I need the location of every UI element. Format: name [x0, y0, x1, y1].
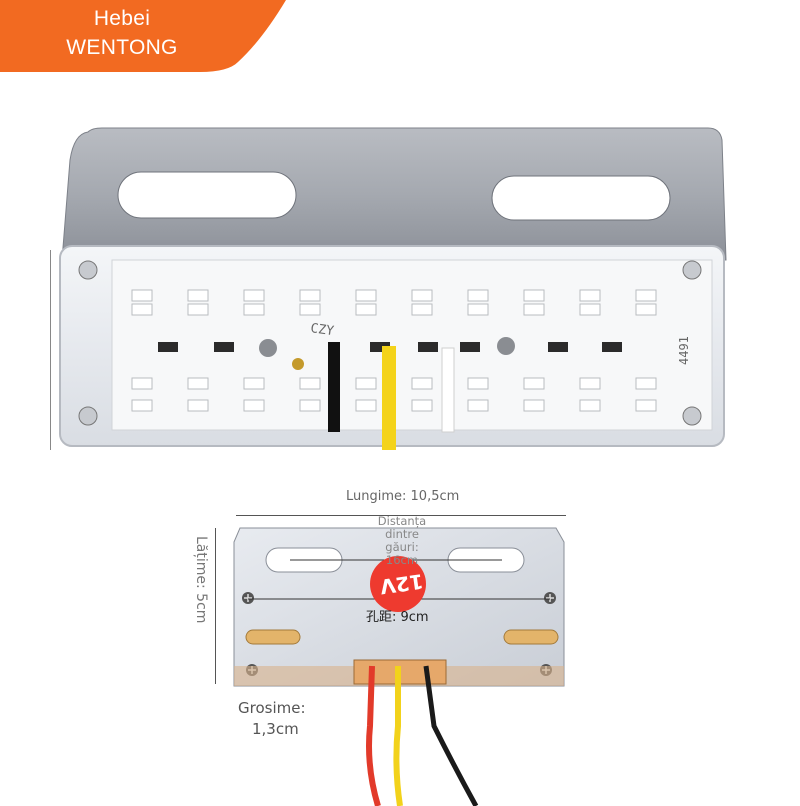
- width-dimension-line: [215, 528, 216, 684]
- led-chip: [187, 303, 209, 316]
- plate-slot-lower-right: [503, 629, 559, 645]
- hole-distance-line-2: dintre: [385, 527, 419, 541]
- led-row-top: [131, 289, 657, 316]
- pcb-marking: CZY: [309, 321, 335, 339]
- brand-name: Hebei WENTONG: [22, 4, 222, 62]
- led-chip: [355, 377, 377, 390]
- resistor: [370, 342, 390, 352]
- brand-badge: [0, 0, 286, 72]
- led-chip: [467, 399, 489, 412]
- hole-distance-line-4: 16cm: [385, 553, 419, 567]
- led-chip: [131, 377, 153, 390]
- led-chip: [411, 303, 433, 316]
- led-rows-bottom: [131, 377, 657, 412]
- resistor: [548, 342, 568, 352]
- led-chip: [131, 303, 153, 316]
- hole-distance-line-3: găuri:: [385, 540, 419, 554]
- led-chip: [579, 377, 601, 390]
- thickness-label: Grosime: 1,3cm: [238, 698, 306, 740]
- resistor: [214, 342, 234, 352]
- voltage-badge: [370, 556, 426, 612]
- led-chip: [579, 399, 601, 412]
- led-chip: [187, 377, 209, 390]
- plate-slot-lower-left: [245, 629, 301, 645]
- led-chip: [411, 399, 433, 412]
- thickness-label-line-2: 1,3cm: [252, 720, 299, 738]
- pcb-hole: [497, 337, 515, 355]
- wire-black: [328, 342, 340, 432]
- led-chip: [411, 377, 433, 390]
- screw: [544, 592, 556, 604]
- led-chip: [355, 303, 377, 316]
- pcb-hole: [292, 358, 304, 370]
- led-chip: [187, 399, 209, 412]
- resistor: [460, 342, 480, 352]
- led-chip: [635, 377, 657, 390]
- hole-distance-label: Distanța dintre găuri: 16cm: [367, 515, 437, 567]
- resistor-row: [158, 342, 622, 352]
- led-chip: [243, 289, 265, 302]
- led-chip: [635, 399, 657, 412]
- wire-black: [423, 665, 479, 806]
- mounting-bracket: [61, 127, 727, 261]
- resistor: [418, 342, 438, 352]
- led-chip: [523, 303, 545, 316]
- brand-line-2: WENTONG: [66, 36, 178, 59]
- wire-yellow: [382, 346, 396, 450]
- led-chip: [243, 399, 265, 412]
- led-chip: [523, 399, 545, 412]
- resistor: [158, 342, 178, 352]
- led-chip: [131, 289, 153, 302]
- led-chip: [299, 399, 321, 412]
- pcb-hole: [259, 339, 277, 357]
- led-chip: [467, 303, 489, 316]
- screw: [78, 406, 98, 426]
- screw: [242, 592, 254, 604]
- thickness-label-line-1: Grosime:: [238, 699, 306, 717]
- led-chip: [187, 289, 209, 302]
- pcb-marking: 4491: [677, 336, 691, 365]
- led-chip: [355, 289, 377, 302]
- led-chip: [635, 289, 657, 302]
- hole-pitch-label: 孔距: 9cm: [366, 610, 429, 625]
- led-chip: [635, 303, 657, 316]
- hole-distance-line-1: Distanța: [377, 514, 427, 528]
- led-chip: [467, 377, 489, 390]
- led-light-photo: CZY 4491: [59, 127, 727, 450]
- screw: [682, 260, 702, 280]
- wire-red: [366, 665, 381, 806]
- led-chip: [131, 399, 153, 412]
- screw: [78, 260, 98, 280]
- width-label: Lățime: 5cm: [193, 536, 209, 624]
- led-chip: [299, 377, 321, 390]
- led-chip: [299, 289, 321, 302]
- led-chip: [579, 289, 601, 302]
- led-chip: [299, 303, 321, 316]
- screw: [682, 406, 702, 426]
- wire-white: [441, 347, 455, 433]
- dimension-drawing: [233, 527, 565, 806]
- bracket-slot-right: [491, 175, 671, 221]
- length-label: Lungime: 10,5cm: [346, 489, 460, 504]
- length-dimension-line: [236, 515, 566, 516]
- led-chip: [523, 377, 545, 390]
- led-chip: [243, 377, 265, 390]
- led-chip: [467, 289, 489, 302]
- led-chip: [523, 289, 545, 302]
- wire-yellow: [393, 666, 403, 806]
- photo-edge-line: [50, 250, 51, 450]
- led-chip: [579, 303, 601, 316]
- bracket-slot-left: [117, 171, 297, 219]
- led-chip: [243, 303, 265, 316]
- brand-line-1: Hebei: [93, 7, 151, 30]
- led-chip: [411, 289, 433, 302]
- led-chip: [355, 399, 377, 412]
- resistor: [602, 342, 622, 352]
